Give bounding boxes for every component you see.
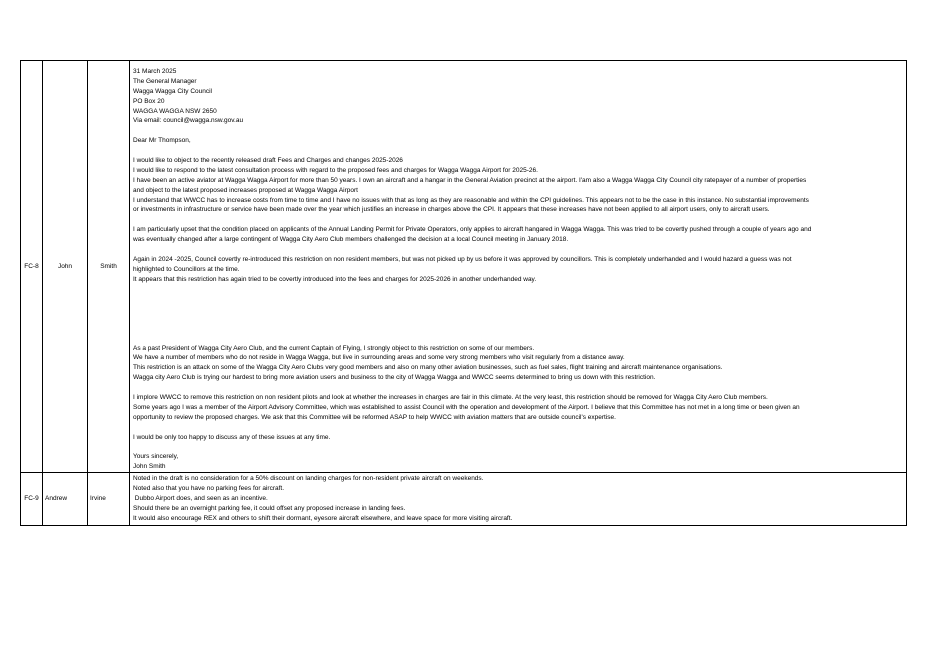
address-line: The General Manager (133, 77, 197, 85)
paragraph-line: I would like to object to the recently r… (133, 157, 403, 165)
paragraph-line: I have been an active aviator at Wagga W… (133, 176, 807, 184)
signature-name: John Smith (133, 463, 166, 471)
paragraph-line: I would be only too happy to discuss any… (133, 433, 331, 441)
first-name: Andrew (42, 472, 88, 526)
paragraph-line: was eventually changed after a large con… (133, 236, 569, 244)
address-line: WAGGA WAGGA NSW 2650 (133, 107, 217, 115)
sign-off: Yours sincerely, (133, 453, 179, 461)
paragraph-line: We have a number of members who do not r… (133, 354, 625, 362)
table-row: FC-8 John Smith 31 March 2025 The Genera… (20, 59, 907, 474)
paragraph-line: I would like to respond to the latest co… (133, 166, 538, 174)
paragraph-line: Some years ago I was a member of the Air… (133, 403, 800, 411)
address-line: Wagga Wagga City Council (133, 87, 212, 95)
paragraph-line: Should there be an overnight parking fee… (133, 504, 406, 512)
paragraph-line: I implore WWCC to remove this restrictio… (133, 394, 768, 402)
submission-id: FC-9 (20, 472, 43, 526)
first-name: John (42, 59, 88, 474)
paragraph-line: I understand that WWCC has to increase c… (133, 196, 809, 204)
paragraph-line: and object to the latest proposed increa… (133, 186, 358, 194)
paragraph-line: Noted also that you have no parking fees… (133, 485, 285, 493)
paragraph-line: This restriction is an attack on some of… (133, 364, 723, 372)
table-row: FC-9 Andrew Irvine Noted in the draft is… (20, 472, 907, 526)
submission-id: FC-8 (20, 59, 43, 474)
email-line: Via email: council@wagga.nsw.gov.au (133, 117, 244, 125)
salutation: Dear Mr Thompson, (133, 137, 191, 145)
paragraph-line: As a past President of Wagga City Aero C… (133, 344, 535, 352)
paragraph-line: It would also encourage REX and others t… (133, 514, 513, 522)
address-line: PO Box 20 (133, 97, 165, 105)
paragraph-line: It appears that this restriction has aga… (133, 275, 537, 283)
submissions-table: FC-8 John Smith 31 March 2025 The Genera… (20, 59, 907, 526)
paragraph-line: I am particularly upset that the conditi… (133, 226, 812, 234)
paragraph-line: Again in 2024 -2025, Council covertly re… (133, 255, 792, 263)
paragraph-line: Dubbo Airport does, and seen as an incen… (133, 494, 268, 502)
paragraph-line: Wagga city Aero Club is trying our harde… (133, 374, 656, 382)
last-name: Irvine (87, 472, 130, 526)
submission-text: Noted in the draft is no consideration f… (129, 472, 907, 526)
letter-date: 31 March 2025 (133, 68, 177, 75)
submission-text: 31 March 2025 The General Manager Wagga … (129, 59, 907, 474)
paragraph-line: highlighted to Councillors at the time. (133, 265, 240, 273)
last-name: Smith (87, 59, 130, 474)
paragraph-line: Noted in the draft is no consideration f… (133, 475, 484, 483)
paragraph-line: opportunity to review the proposed charg… (133, 413, 616, 421)
paragraph-line: or investments in infrastructure or serv… (133, 206, 770, 214)
